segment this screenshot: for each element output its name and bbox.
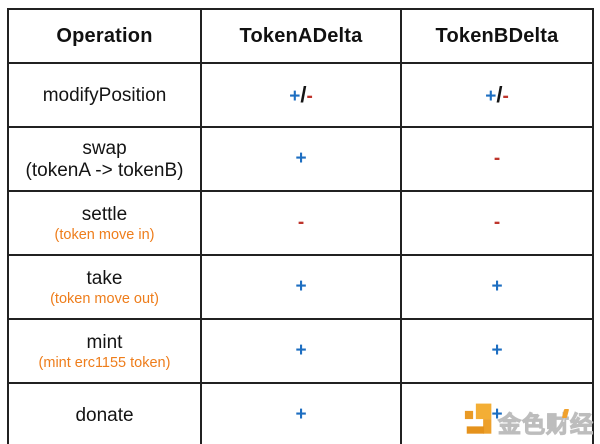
operation-label: swap bbox=[82, 137, 127, 159]
operation-cell: settle (token move in) bbox=[7, 190, 202, 256]
token-a-delta-cell: + bbox=[200, 318, 402, 384]
token-a-delta-cell: + bbox=[200, 126, 402, 192]
delta-value: + bbox=[295, 404, 306, 425]
minus-sign: - bbox=[502, 86, 509, 107]
operation-label: settle bbox=[81, 203, 128, 225]
delta-value: +/- bbox=[485, 82, 509, 107]
operation-cell: modifyPosition bbox=[7, 62, 202, 128]
token-b-delta-cell: + bbox=[400, 382, 594, 444]
delta-value: + bbox=[295, 340, 306, 361]
watermark-accent-tick bbox=[561, 409, 570, 418]
plus-sign: + bbox=[491, 276, 503, 297]
operation-cell: donate bbox=[7, 382, 202, 444]
operation-label: mint bbox=[86, 331, 123, 353]
token-b-delta-cell: +/- bbox=[400, 62, 594, 128]
slash-sign: / bbox=[496, 82, 503, 107]
table-row: settle (token move in) - - bbox=[7, 190, 594, 256]
delta-value: - bbox=[494, 148, 500, 169]
minus-sign: - bbox=[493, 148, 501, 169]
plus-sign: + bbox=[491, 404, 503, 425]
table-row: donate + + bbox=[7, 382, 594, 444]
delta-value: + bbox=[491, 404, 502, 425]
token-a-delta-cell: + bbox=[200, 254, 402, 320]
plus-sign: + bbox=[295, 276, 307, 297]
plus-sign: + bbox=[485, 86, 497, 107]
operation-note: (tokenA -> tokenB) bbox=[25, 159, 184, 181]
operation-note: (token move out) bbox=[50, 290, 159, 307]
operation-label: take bbox=[86, 267, 123, 289]
jinse-logo-icon bbox=[464, 403, 492, 434]
token-b-delta-cell: + bbox=[400, 254, 594, 320]
table-row: modifyPosition +/- +/- bbox=[7, 62, 594, 128]
plus-sign: + bbox=[491, 340, 503, 361]
operation-cell: take (token move out) bbox=[7, 254, 202, 320]
operation-note: (token move in) bbox=[54, 226, 155, 243]
operation-label: modifyPosition bbox=[42, 84, 167, 106]
operation-note: (mint erc1155 token) bbox=[38, 354, 171, 371]
slash-sign: / bbox=[300, 82, 307, 107]
minus-sign: - bbox=[297, 212, 305, 233]
token-a-delta-cell: +/- bbox=[200, 62, 402, 128]
table-row: swap (tokenA -> tokenB) + - bbox=[7, 126, 594, 192]
table-row: mint (mint erc1155 token) + + bbox=[7, 318, 594, 384]
table-row: take (token move out) + + bbox=[7, 254, 594, 320]
header-row: Operation TokenADelta TokenBDelta bbox=[7, 8, 594, 64]
plus-sign: + bbox=[295, 404, 307, 425]
delta-value: + bbox=[491, 276, 502, 297]
header-token-b-delta: TokenBDelta bbox=[400, 8, 594, 64]
minus-sign: - bbox=[493, 212, 501, 233]
delta-value: +/- bbox=[289, 82, 313, 107]
header-operation: Operation bbox=[7, 8, 202, 64]
plus-sign: + bbox=[295, 148, 307, 169]
delta-value: - bbox=[298, 212, 304, 233]
operation-label: donate bbox=[75, 404, 134, 426]
operation-cell: swap (tokenA -> tokenB) bbox=[7, 126, 202, 192]
watermark-text: 金色财经 bbox=[498, 409, 594, 438]
watermark: 金色财经 bbox=[464, 402, 594, 438]
header-token-a-delta: TokenADelta bbox=[200, 8, 402, 64]
token-b-delta-cell: - bbox=[400, 126, 594, 192]
delta-value: + bbox=[491, 340, 502, 361]
token-b-delta-cell: + bbox=[400, 318, 594, 384]
minus-sign: - bbox=[306, 86, 313, 107]
token-b-delta-cell: - bbox=[400, 190, 594, 256]
operation-cell: mint (mint erc1155 token) bbox=[7, 318, 202, 384]
token-delta-table: Operation TokenADelta TokenBDelta modify… bbox=[7, 8, 594, 444]
delta-value: + bbox=[295, 276, 306, 297]
token-a-delta-cell: - bbox=[200, 190, 402, 256]
plus-sign: + bbox=[289, 86, 301, 107]
delta-value: - bbox=[494, 212, 500, 233]
delta-value: + bbox=[295, 148, 306, 169]
token-a-delta-cell: + bbox=[200, 382, 402, 444]
plus-sign: + bbox=[295, 340, 307, 361]
